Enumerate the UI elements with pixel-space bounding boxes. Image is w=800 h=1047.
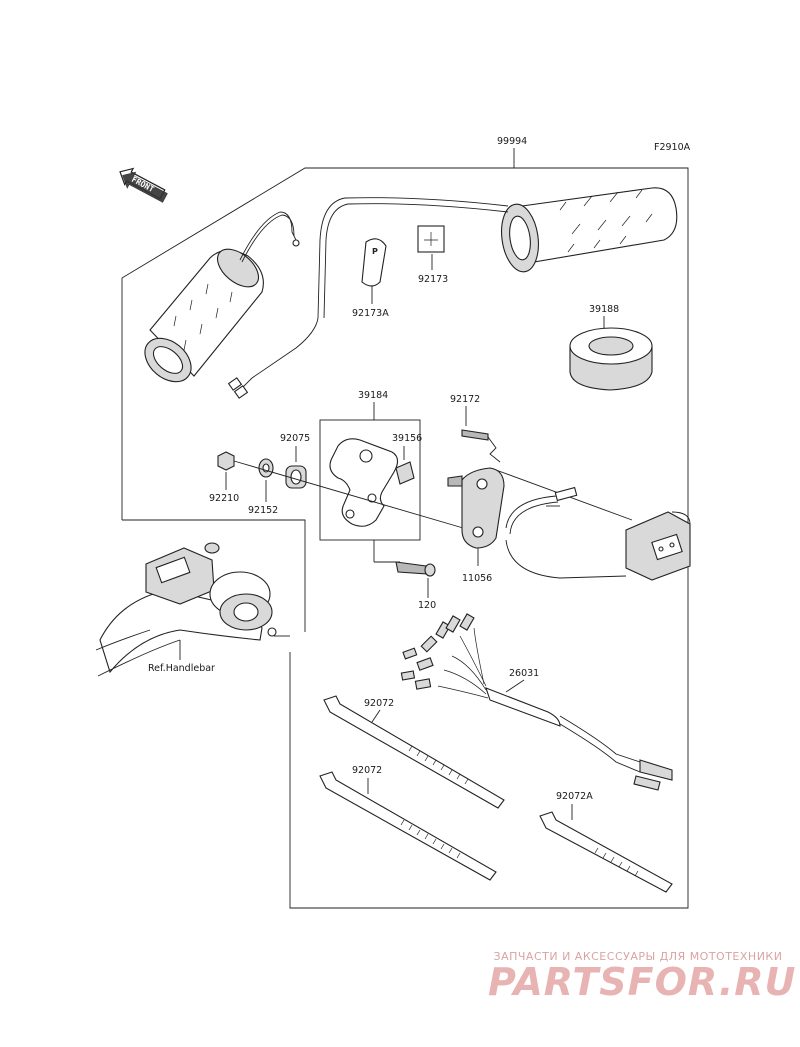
bracket-group-box (319, 419, 421, 541)
part-label-99994: 99994 (497, 136, 527, 147)
part-label-39156: 39156 (392, 433, 422, 444)
part-92075: 92075 (280, 433, 310, 489)
watermark-brand: PARTSFOR.RU (488, 960, 797, 1004)
part-92210: 92210 (209, 451, 239, 504)
part-label-92210: 92210 (209, 493, 239, 504)
part-label-92072-a: 92072 (364, 698, 394, 709)
svg-text:P: P (372, 247, 378, 256)
part-label-26031: 26031 (509, 668, 539, 679)
grip-wire-left (239, 211, 297, 261)
assembly-boundary-inner (122, 519, 306, 632)
handlebar-reference: Ref.Handlebar (95, 542, 290, 677)
part-39184 (329, 438, 399, 527)
part-92173A: P 92173A (352, 238, 389, 319)
part-39188: 39188 (569, 304, 653, 391)
part-92172: 92172 (450, 394, 501, 463)
part-26031: 26031 (400, 613, 673, 791)
part-label-39188: 39188 (589, 304, 619, 315)
part-92072A: 92072A (539, 791, 673, 893)
part-label-92172: 92172 (450, 394, 480, 405)
figure-code: F2910A (654, 142, 691, 153)
front-arrow-icon: FRONT (119, 167, 168, 203)
heated-grip-right (501, 187, 678, 273)
part-92152: 92152 (248, 458, 278, 516)
heated-grip-left (144, 248, 264, 383)
part-label-120: 120 (418, 600, 436, 611)
part-label-92152: 92152 (248, 505, 278, 516)
reference-label: Ref.Handlebar (148, 663, 215, 674)
part-39156: 39156 (392, 433, 422, 485)
part-92072-tie-1: 92072 (323, 695, 505, 809)
grip-wire-connector (237, 197, 509, 393)
part-label-92173A: 92173A (352, 308, 389, 319)
heater-switch-unit (495, 469, 691, 581)
part-120: 120 (395, 561, 436, 611)
part-92072-tie-2: 92072 (319, 765, 497, 881)
part-label-92072A: 92072A (556, 791, 593, 802)
part-11056: 11056 (447, 467, 505, 584)
assembly-boundary (121, 167, 689, 909)
part-label-39184: 39184 (358, 390, 388, 401)
part-label-11056: 11056 (462, 573, 492, 584)
watermark-tagline: ЗАПЧАСТИ И АКСЕССУАРЫ ДЛЯ МОТОТЕХНИКИ (493, 950, 783, 963)
part-label-92075: 92075 (280, 433, 310, 444)
part-label-92173: 92173 (418, 274, 448, 285)
part-92173: 92173 (417, 225, 448, 285)
part-label-92072-b: 92072 (352, 765, 382, 776)
